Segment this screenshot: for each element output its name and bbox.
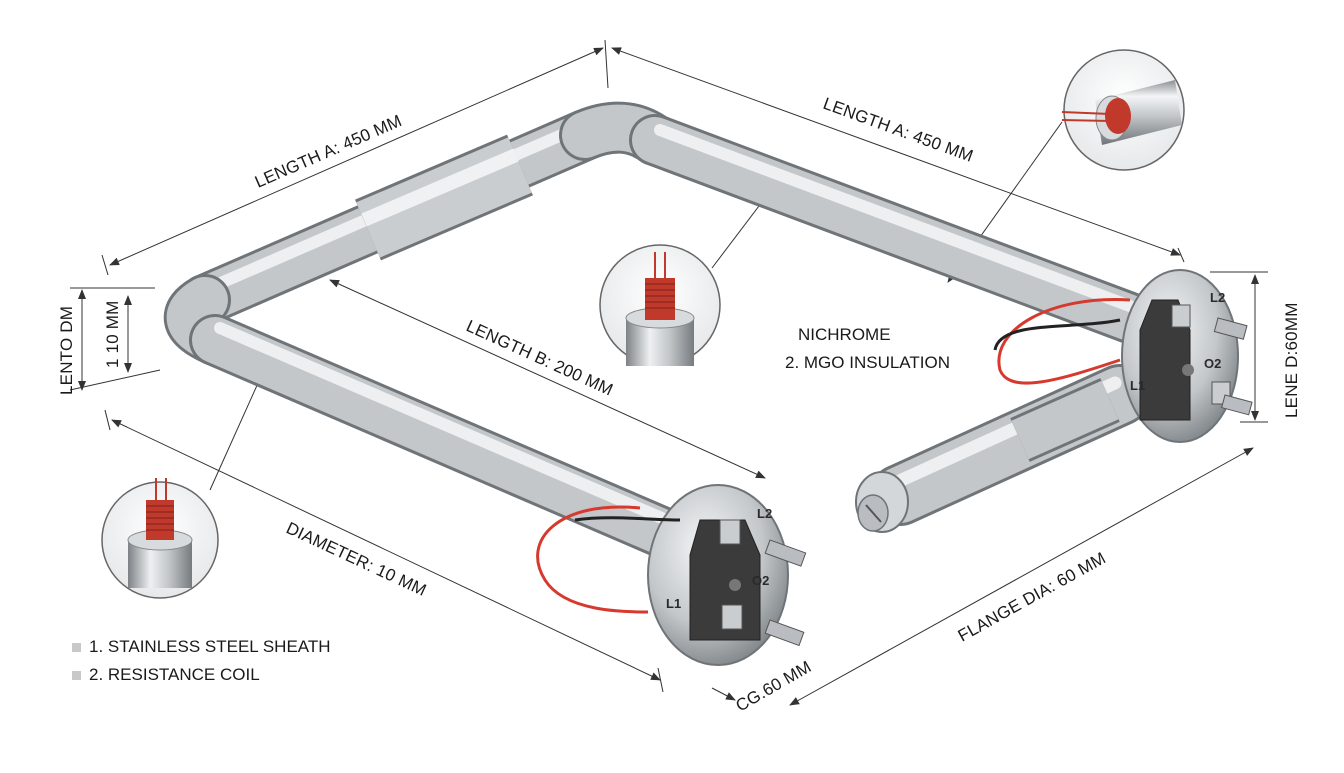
front-terminal-l2: L2 — [757, 506, 772, 521]
right-studs — [1171, 304, 1253, 416]
dimension-lines — [69, 39, 1268, 706]
legend-item-coil: 2. RESISTANCE COIL — [72, 665, 260, 685]
right-terminal-l2: L2 — [1210, 290, 1225, 305]
callout-nichrome: NICHROME — [798, 325, 891, 344]
legend-square-icon — [72, 670, 81, 680]
dimension-cg: CG.60 MM — [733, 657, 815, 715]
right-terminal-o2: O2 — [1204, 356, 1221, 371]
legend-text: 1. STAINLESS STEEL SHEATH — [89, 637, 331, 656]
front-terminal-o2: O2 — [752, 573, 769, 588]
legend-text: 2. RESISTANCE COIL — [89, 665, 260, 684]
dimension-length-a-right: LENGTH A: 450 MM — [821, 94, 976, 166]
front-flange — [536, 484, 807, 666]
detail-bubble-left — [101, 478, 219, 599]
front-terminal-l1: L1 — [666, 596, 681, 611]
right-flange — [993, 269, 1253, 443]
dimension-inner-height: 1 10 MM — [103, 300, 122, 368]
dimension-length-b: LENGTH B: 200 MM — [463, 316, 616, 399]
front-studs — [719, 519, 807, 647]
right-terminal-l1: L1 — [1130, 378, 1145, 393]
dimension-lene: LENE D:60MM — [1282, 302, 1301, 418]
legend-square-icon — [72, 642, 81, 652]
detail-bubble-right — [1061, 49, 1185, 171]
dimension-lento: LENTO DM — [57, 306, 76, 395]
dimension-diameter: DIAMETER: 10 MM — [283, 518, 429, 600]
detail-bubble-center — [599, 244, 721, 366]
heater-tube — [164, 101, 1156, 566]
callout-mgo-insulation: 2. MGO INSULATION — [785, 353, 950, 372]
dimension-flange-dia: FLANGE DIA: 60 MM — [955, 548, 1109, 645]
dimension-length-a-left: LENGTH A: 450 MM — [252, 111, 405, 191]
legend-item-sheath: 1. STAINLESS STEEL SHEATH — [72, 637, 331, 657]
